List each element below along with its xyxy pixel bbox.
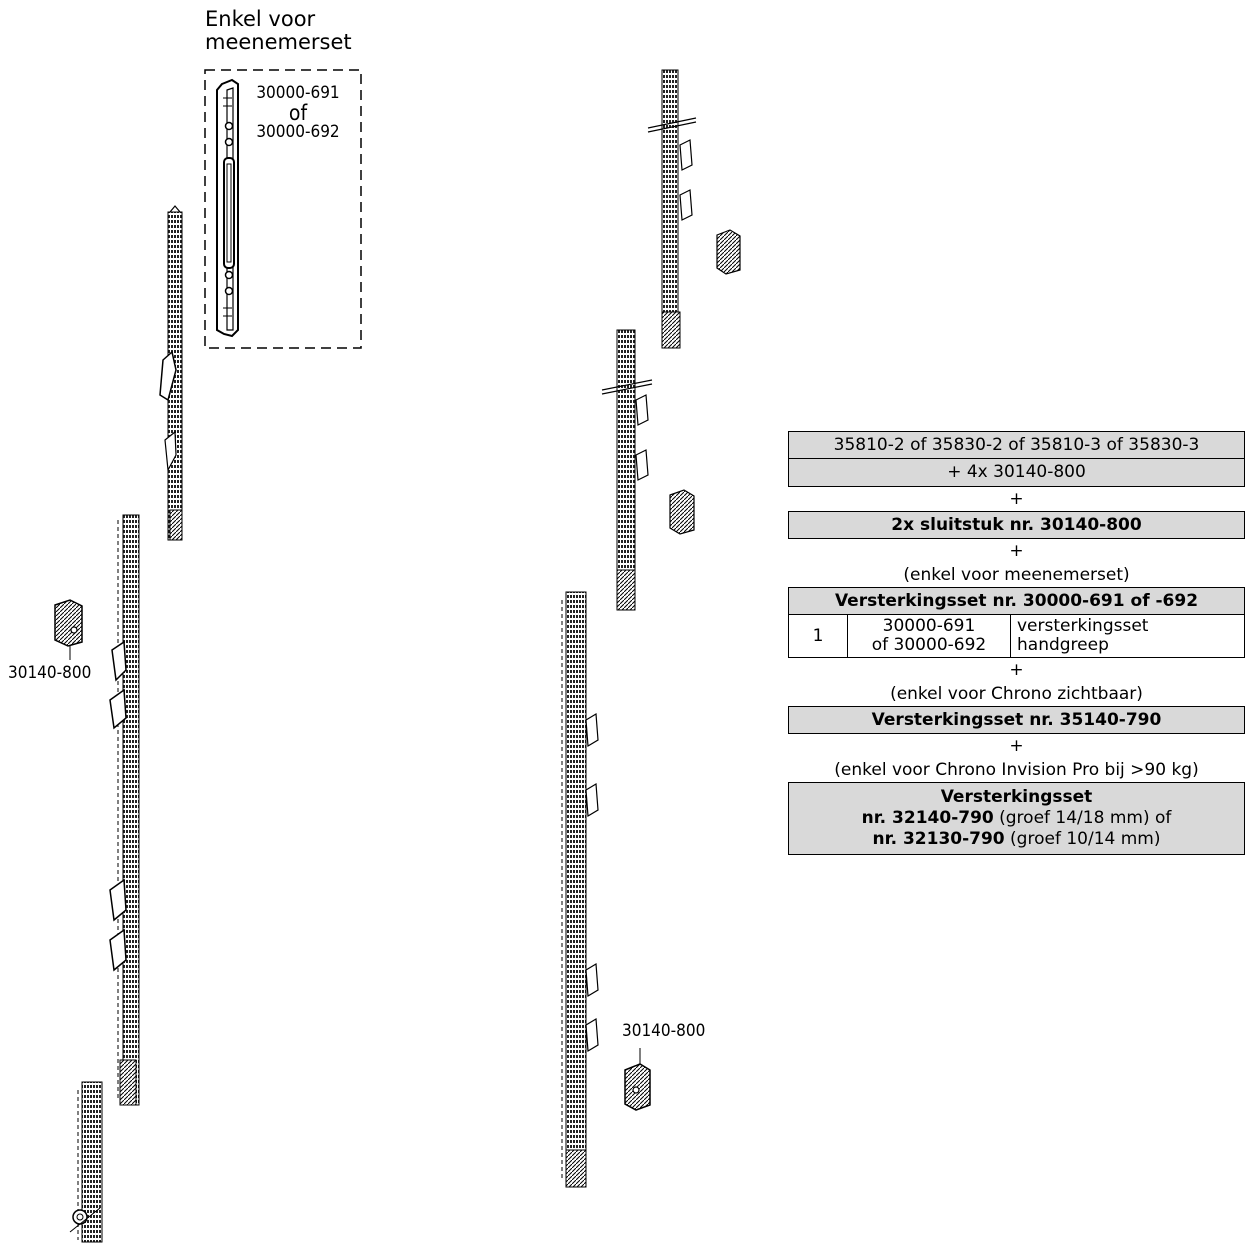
- plus-sign: +: [788, 734, 1245, 758]
- item-part: 30000-691 of 30000-692: [847, 615, 1011, 658]
- reinforcement-set-2: Versterkingsset nr. 35140-790: [788, 706, 1245, 734]
- left-upper-rail: [159, 205, 183, 541]
- right-bottom-keeper: [624, 1048, 651, 1111]
- item-qty: 1: [788, 615, 848, 658]
- reinforcement-option-title: Enkel voor meenemerset: [205, 7, 352, 54]
- part-number-b: 30000-692: [256, 122, 340, 142]
- keeper-set: 2x sluitstuk nr. 30140-800: [788, 511, 1245, 539]
- right-middle-rail: [601, 329, 653, 611]
- right-long-rail: [561, 591, 599, 1188]
- table-row: 1 30000-691 of 30000-692 versterkingsset…: [788, 615, 1245, 658]
- reinforcement-part-labels: 30000-691 of 30000-692: [248, 84, 348, 142]
- left-keeper-drawing: [54, 599, 83, 660]
- reinforcement-set-1-items: 1 30000-691 of 30000-692 versterkingsset…: [788, 615, 1245, 658]
- note-chrono-invision: (enkel voor Chrono Invision Pro bij >90 …: [788, 758, 1245, 782]
- plus-sign: +: [788, 539, 1245, 563]
- left-keeper-callout: 30140-800: [8, 663, 92, 683]
- reinforcement-set-3: Versterkingsset nr. 32140-790 (groef 14/…: [788, 782, 1245, 855]
- left-lower-rail: [109, 514, 140, 1106]
- note-chrono-visible: (enkel voor Chrono zichtbaar): [788, 682, 1245, 706]
- set3-line2: nr. 32130-790 (groef 10/14 mm): [872, 829, 1161, 849]
- plus-sign: +: [788, 658, 1245, 682]
- set3-title: Versterkingsset: [940, 787, 1093, 807]
- item-desc: versterkingsset handgreep: [1010, 615, 1245, 658]
- bottom-corner-piece: [69, 1081, 103, 1243]
- reinforcement-set-1: Versterkingsset nr. 30000-691 of -692: [788, 587, 1245, 615]
- right-top-rail: [647, 69, 697, 349]
- reinforcement-option-box: [204, 69, 362, 349]
- kit-numbers: 35810-2 of 35830-2 of 35810-3 of 35830-3: [788, 431, 1245, 459]
- part-number-a: 30000-691: [256, 83, 340, 103]
- kit-addon: + 4x 30140-800: [788, 459, 1245, 487]
- right-keeper-callout: 30140-800: [622, 1021, 706, 1041]
- note-meenemer: (enkel voor meenemerset): [788, 563, 1245, 587]
- right-middle-keeper: [669, 489, 695, 535]
- specification-table: 35810-2 of 35830-2 of 35810-3 of 35830-3…: [788, 431, 1245, 855]
- reinforcement-bar-drawing: [216, 78, 239, 338]
- set3-line1: nr. 32140-790 (groef 14/18 mm) of: [861, 808, 1172, 828]
- right-top-keeper: [716, 229, 741, 275]
- plus-sign: +: [788, 487, 1245, 511]
- part-or: of: [288, 101, 308, 125]
